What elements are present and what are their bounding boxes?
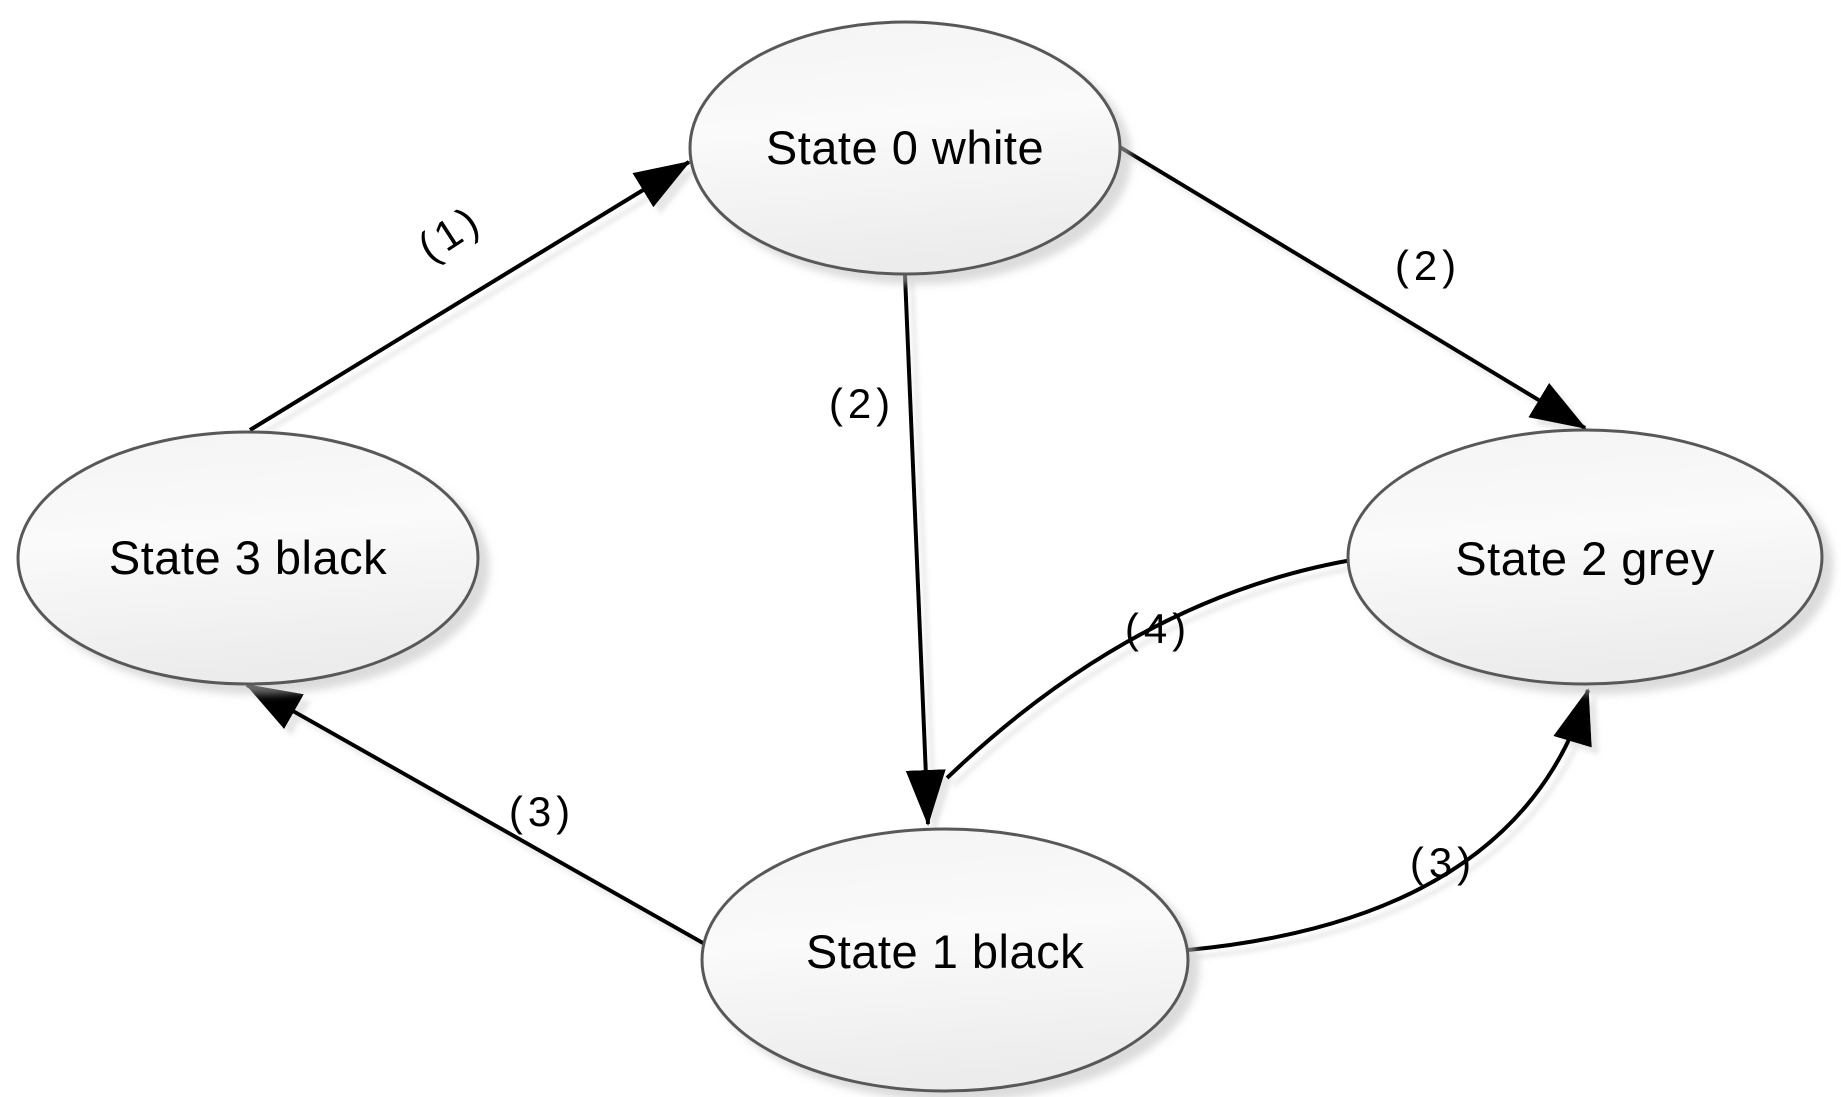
edge-state2-to-state1 bbox=[945, 558, 1353, 780]
edge-label-3-left: (3) bbox=[509, 788, 575, 835]
edge-labels-layer: (1) (2) (2) (4) (3) (3) bbox=[409, 195, 1476, 886]
edges-layer bbox=[245, 144, 1592, 952]
edge-label-4: (4) bbox=[1125, 605, 1191, 652]
nodes-layer bbox=[16, 20, 1824, 1093]
edge-state0-to-state1 bbox=[903, 274, 946, 826]
edge-state3-to-state0 bbox=[248, 160, 691, 432]
node-state-1 bbox=[700, 827, 1190, 1093]
edge-state1-to-state2 bbox=[1187, 688, 1592, 952]
node-label-state0: State 0 white bbox=[766, 121, 1044, 174]
node-labels-layer: State 0 white State 3 black State 2 grey… bbox=[109, 121, 1714, 978]
node-label-state3: State 3 black bbox=[109, 531, 387, 584]
edge-label-1: (1) bbox=[409, 195, 490, 271]
node-label-state2: State 2 grey bbox=[1455, 532, 1714, 585]
node-label-state1: State 1 black bbox=[806, 925, 1084, 978]
edge-label-2-right: (2) bbox=[1395, 242, 1461, 289]
node-state-3 bbox=[16, 430, 480, 686]
edge-label-2-vertical: (2) bbox=[829, 380, 895, 427]
edge-label-3-right: (3) bbox=[1410, 839, 1476, 886]
node-state-0 bbox=[688, 20, 1122, 276]
node-state-2 bbox=[1346, 428, 1824, 686]
edge-state0-to-state2 bbox=[1116, 144, 1587, 430]
edge-state1-to-state3 bbox=[245, 683, 711, 949]
